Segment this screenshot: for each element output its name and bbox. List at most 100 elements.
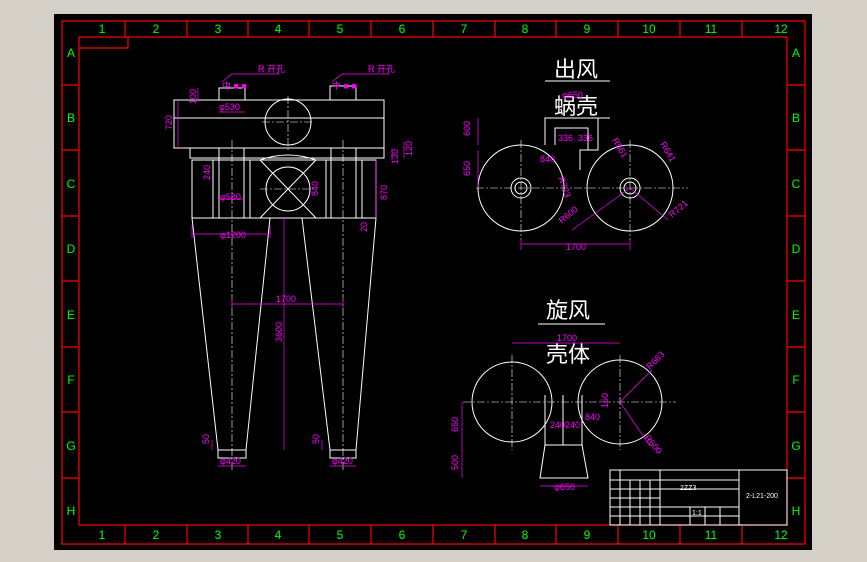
dim-text: 130 (390, 149, 400, 164)
col-label: 12 (774, 22, 788, 36)
drawing-number: 2-L21-200 (746, 493, 778, 500)
row-label: F (67, 373, 74, 387)
dim-text: 1700 (566, 242, 586, 252)
row-label: E (792, 308, 800, 322)
col-label: 2 (153, 22, 160, 36)
row-label: G (66, 439, 75, 453)
note-text: R 开孔 (258, 64, 285, 74)
dim-text: φ530 (219, 102, 240, 112)
title-outlet: 出风 (554, 58, 598, 83)
note-small: 中 ■ ■ (222, 80, 247, 91)
drawing-background (54, 14, 812, 550)
dim-text: 336 (578, 133, 593, 143)
dim-text: 150 (600, 393, 610, 408)
dim-text: φ650 (554, 482, 575, 492)
col-label: 5 (337, 528, 344, 542)
col-label: 3 (215, 22, 222, 36)
dim-text: 50 (311, 434, 321, 444)
row-label: H (67, 504, 76, 518)
dust-outlet-left (217, 449, 247, 459)
title-shell: 壳体 (546, 343, 590, 368)
drawing-name: 2ZZ3 (680, 485, 696, 492)
zone-labels-top: 1 2 3 4 5 6 7 8 9 10 11 12 (99, 22, 788, 36)
row-label: D (67, 242, 76, 256)
row-label: B (67, 111, 75, 125)
row-label: A (792, 46, 800, 60)
col-label: 4 (275, 528, 282, 542)
cone-left (191, 217, 271, 451)
front-dimensions: R 开孔 R 开孔 中 ■ ■ 中 ■ ■ 100 720 φ530 130 1… (164, 64, 414, 467)
dim-text: 20 (359, 222, 369, 232)
title-cyclone: 旋风 (546, 299, 590, 324)
dim-text: 500 (450, 455, 460, 470)
zone-labels-right: A B C D E F G H (791, 46, 800, 518)
col-label: 10 (642, 528, 656, 542)
dim-text: 240 (202, 165, 212, 180)
dim-text: φ420 (220, 456, 241, 466)
col-label: 8 (522, 528, 529, 542)
dim-text: 720 (164, 115, 174, 130)
dim-text: 120 (404, 141, 414, 156)
col-label: 10 (642, 22, 656, 36)
col-label: 11 (705, 22, 718, 36)
dim-text: 100 (188, 89, 198, 104)
dim-text: 600 (462, 121, 472, 136)
dust-outlet-right (329, 449, 357, 459)
col-label: 6 (399, 22, 406, 36)
dim-text: 3600 (274, 322, 284, 342)
dim-text: 840 (585, 412, 600, 422)
row-label: E (67, 308, 75, 322)
dim-text: φ580 (220, 192, 241, 202)
row-label: F (792, 373, 799, 387)
volute-box (173, 99, 385, 149)
col-label: 8 (522, 22, 529, 36)
dim-text: 840 (540, 154, 555, 164)
col-label: 9 (584, 528, 591, 542)
col-label: 3 (215, 528, 222, 542)
col-label: 9 (584, 22, 591, 36)
dim-text: 50 (201, 434, 211, 444)
col-label: 2 (153, 528, 160, 542)
zone-labels-left: A B C D E F G H (66, 46, 75, 518)
dim-text: 870 (379, 185, 389, 200)
col-label: 12 (774, 528, 788, 542)
cone-right (301, 217, 377, 451)
title-block[interactable]: 2ZZ3 2-L21-200 1:1 (609, 469, 788, 526)
col-label: 7 (461, 22, 468, 36)
dim-text: 240 (565, 420, 580, 430)
note-small: 中 ■ ■ (332, 80, 357, 91)
svg-text:840: 840 (310, 181, 320, 196)
row-label: C (67, 177, 76, 191)
col-label: 5 (337, 22, 344, 36)
dim-text: 650 (462, 161, 472, 176)
row-label: G (791, 439, 800, 453)
dim-text: 1700 (557, 333, 577, 343)
col-label: 6 (399, 528, 406, 542)
dim-text: 240 (550, 420, 565, 430)
dim-text: 1700 (276, 294, 296, 304)
col-label: 11 (705, 528, 718, 542)
title-volute: 蜗壳 (554, 95, 598, 120)
note-text: R 开孔 (368, 64, 395, 74)
col-label: 4 (275, 22, 282, 36)
col-label: 1 (99, 22, 106, 36)
dim-text: φ1200 (220, 230, 246, 240)
scale-cell: 1:1 (692, 510, 702, 517)
dim-text: 336 (558, 133, 573, 143)
row-label: B (792, 111, 800, 125)
row-label: A (67, 46, 75, 60)
zone-dividers (62, 21, 805, 544)
dim-text: 650 (450, 417, 460, 432)
col-label: 7 (461, 528, 468, 542)
shell-inlet-duct (539, 444, 589, 479)
dim-text: φ650 (562, 90, 583, 100)
row-label: D (792, 242, 801, 256)
volute-plan[interactable]: 出风 蜗壳 (476, 58, 688, 240)
dim-text: φ420 (332, 456, 353, 466)
corner-mark (79, 37, 129, 49)
col-label: 1 (99, 528, 106, 542)
zone-labels-bottom: 1 2 3 4 5 6 7 8 9 10 11 12 (99, 528, 788, 542)
row-label: C (792, 177, 801, 191)
row-label: H (792, 504, 801, 518)
